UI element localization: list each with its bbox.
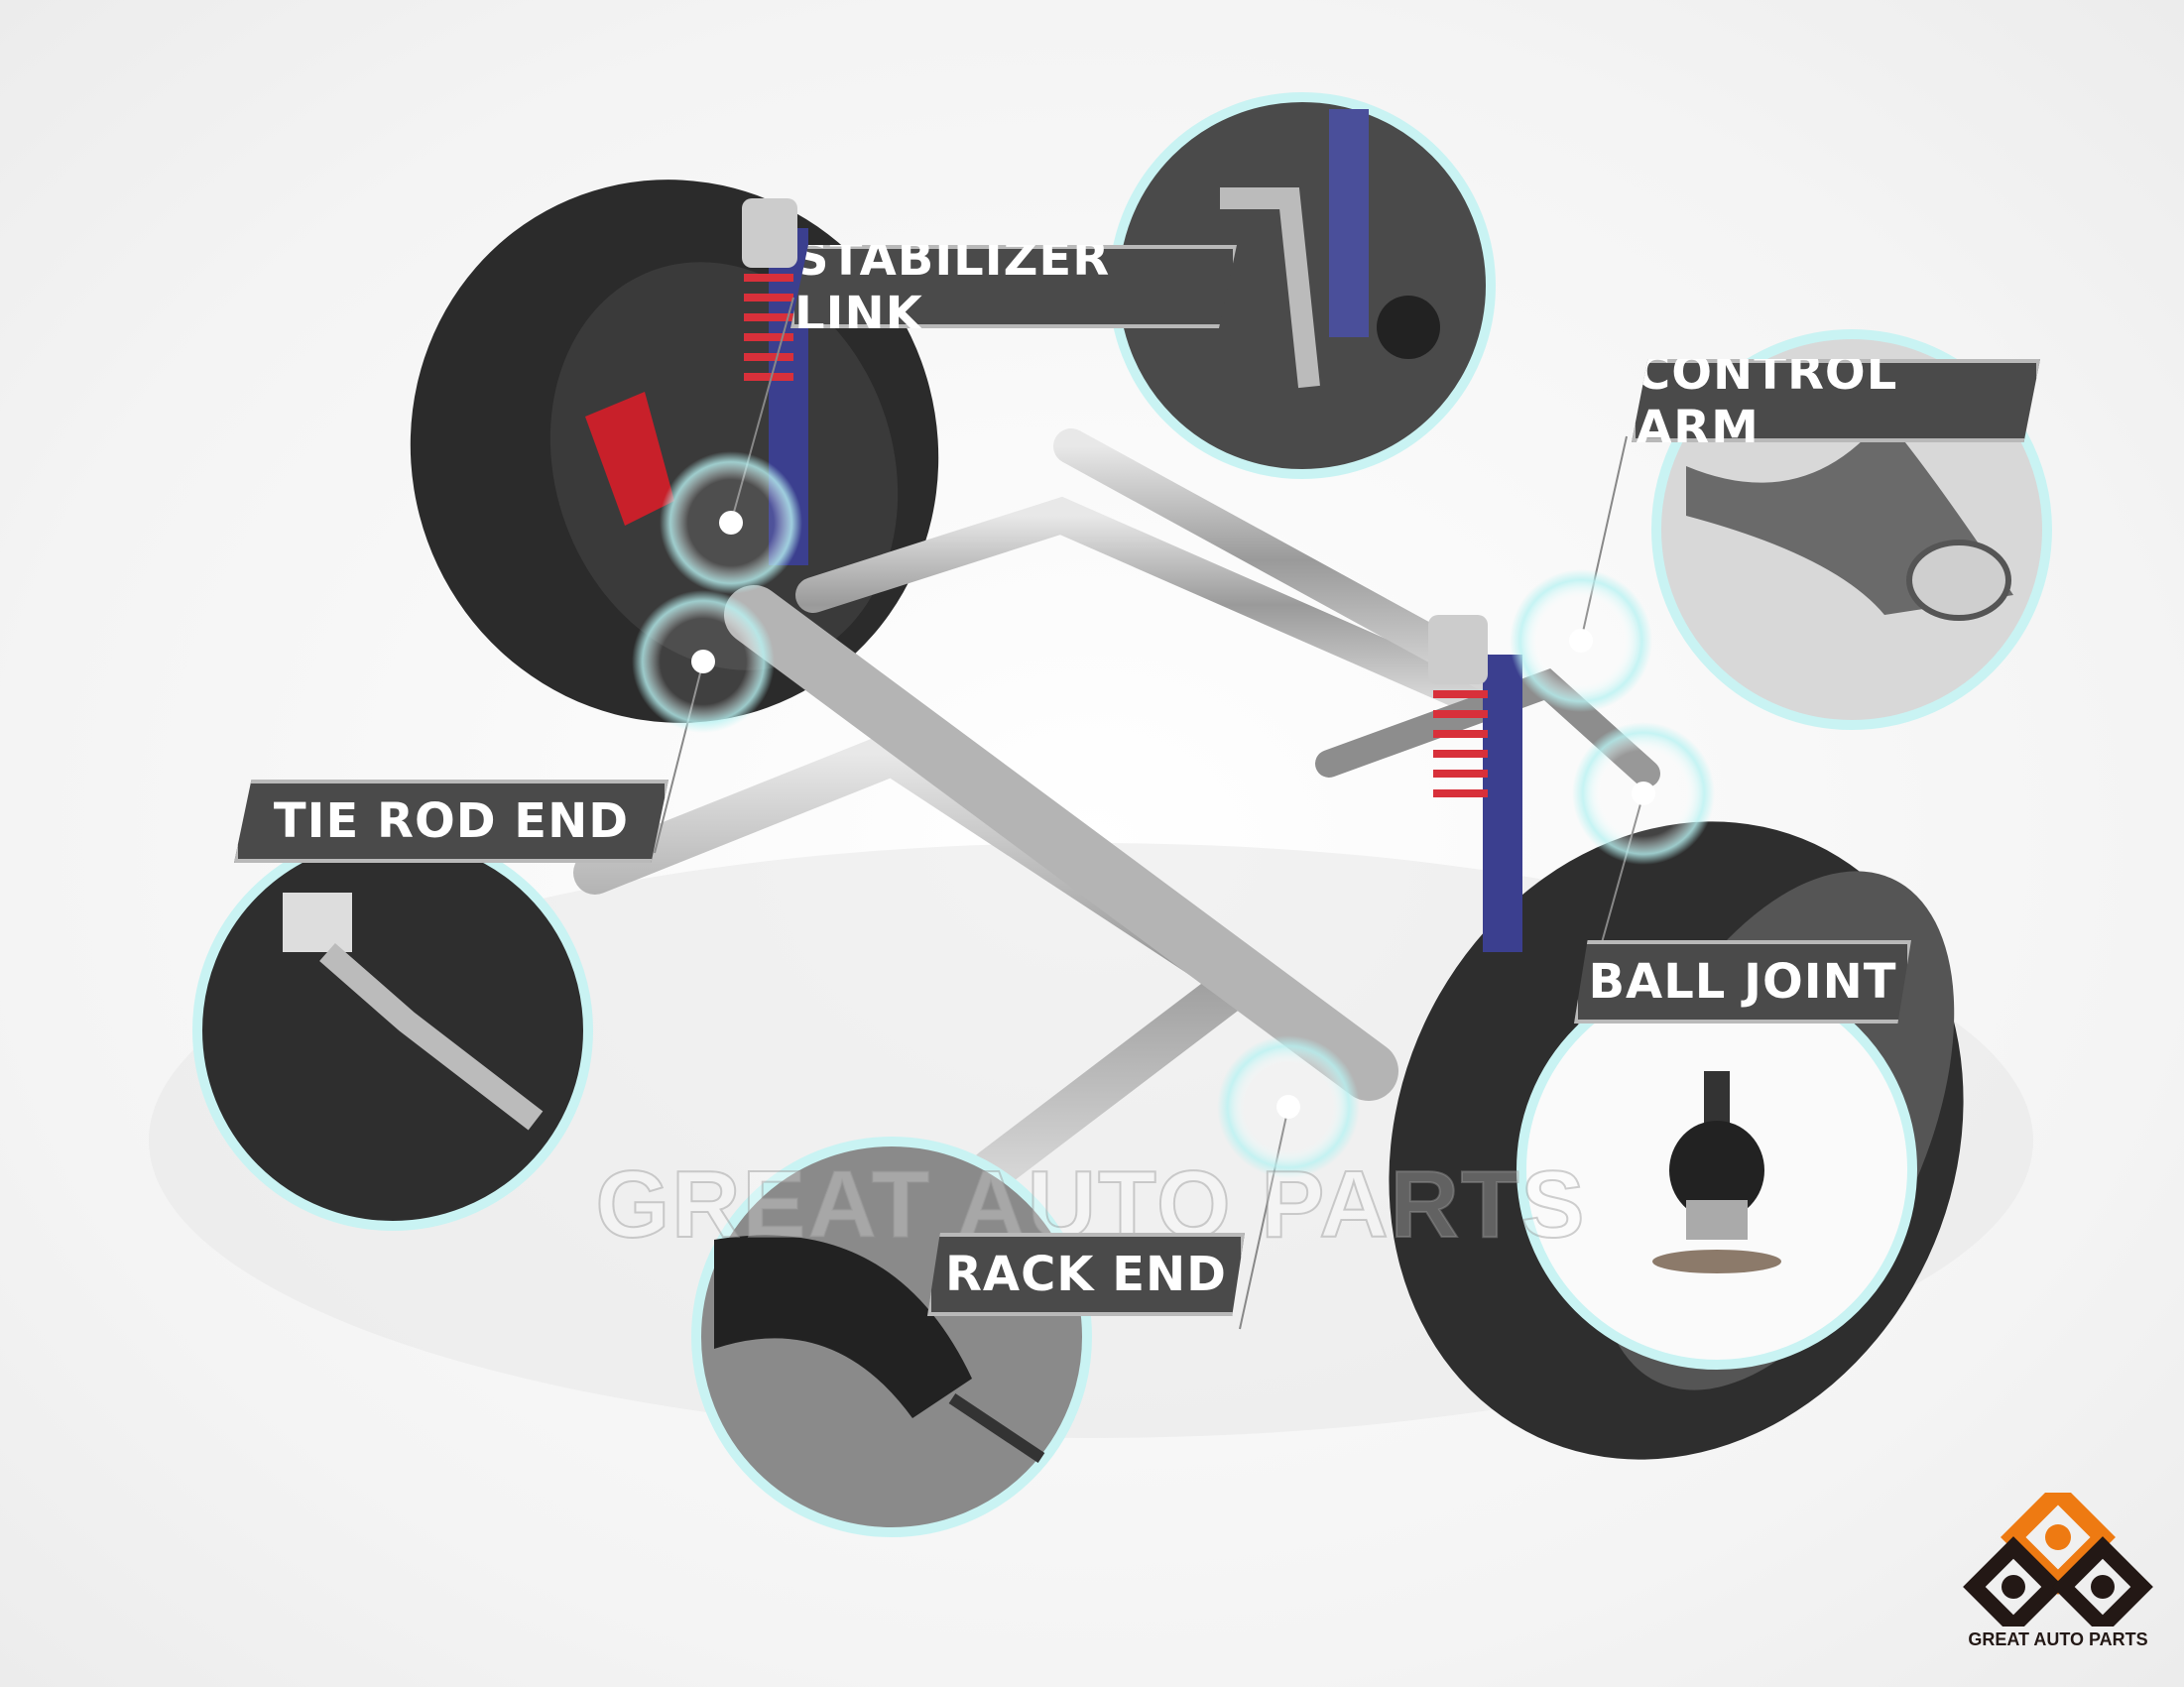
label-control-arm: CONTROL ARM [1632, 359, 2040, 442]
label-stabilizer-link: STABILIZER LINK [790, 245, 1237, 328]
logo-text: GREAT AUTO PARTS [1968, 1629, 2148, 1649]
hotspot-tie-rod-end[interactable] [632, 590, 775, 733]
subframe [573, 428, 1660, 1192]
great-auto-parts-logo [1963, 1493, 2153, 1627]
inset-stabilizer-link [1109, 92, 1496, 479]
hotspots [632, 451, 1715, 1178]
inset-tie-rod-end [192, 830, 593, 1231]
label-rack-end: RACK END [927, 1233, 1245, 1316]
hotspot-stabilizer-link[interactable] [660, 451, 802, 594]
brake-caliper [585, 392, 674, 526]
label-tie-rod-end: TIE ROD END [234, 780, 668, 863]
hotspot-rack-end[interactable] [1217, 1035, 1360, 1178]
label-ball-joint: BALL JOINT [1574, 940, 1911, 1024]
strut-right [1428, 615, 1522, 952]
hotspot-control-arm[interactable] [1510, 569, 1652, 712]
hotspot-ball-joint[interactable] [1572, 722, 1715, 865]
